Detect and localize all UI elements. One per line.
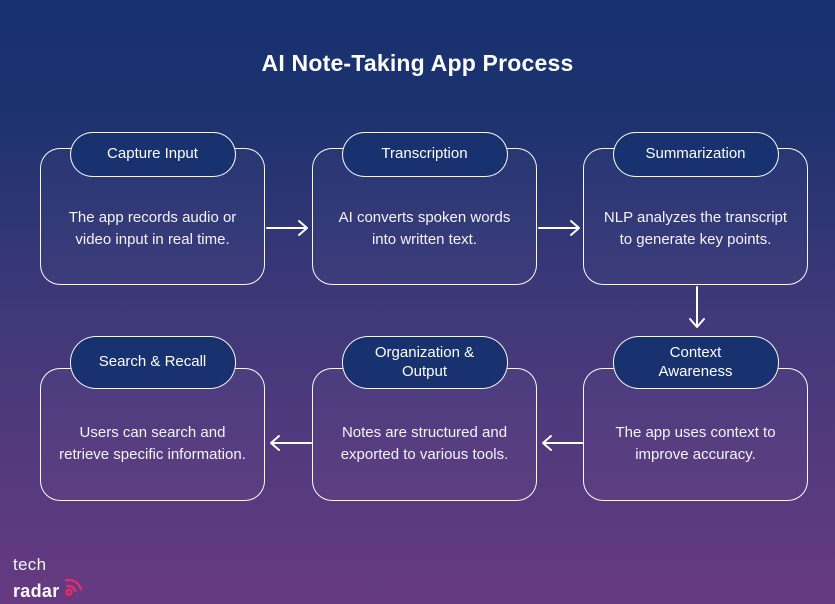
node-title: Summarization xyxy=(645,145,746,163)
node-title: Organization & Output xyxy=(374,343,475,380)
node-capture-input: Capture Input The app records audio or v… xyxy=(40,132,265,285)
node-search-recall-description: Users can search and retrieve specific i… xyxy=(59,424,246,463)
node-transcription-title-pill: Transcription xyxy=(341,132,508,177)
arrow-transcription-to-summarization-icon xyxy=(538,218,584,238)
node-summarization-description: NLP analyzes the transcript to generate … xyxy=(603,209,788,248)
arrow-summarization-to-context-awareness-icon xyxy=(687,286,707,332)
logo-text-radar: radar xyxy=(13,581,60,601)
node-summarization: Summarization NLP analyzes the transcrip… xyxy=(583,132,808,285)
node-title: Context Awareness xyxy=(658,343,733,380)
node-summarization-title-pill: Summarization xyxy=(612,132,779,177)
node-organization-output-description: Notes are structured and exported to var… xyxy=(340,424,509,463)
node-search-recall-title-pill: Search & Recall xyxy=(69,336,236,389)
diagram-title: AI Note-Taking App Process xyxy=(261,50,574,76)
arrow-capture-to-transcription-icon xyxy=(266,218,312,238)
node-transcription-description: AI converts spoken words into written te… xyxy=(338,209,511,248)
node-title: Search & Recall xyxy=(98,353,207,371)
node-title: Transcription xyxy=(381,145,468,163)
node-transcription: Transcription AI converts spoken words i… xyxy=(312,132,537,285)
node-context-awareness-description: The app uses context to improve accuracy… xyxy=(615,424,776,463)
radar-signal-icon xyxy=(59,572,88,604)
node-search-recall: Search & Recall Users can search and ret… xyxy=(40,336,265,501)
node-organization-output-title-pill: Organization & Output xyxy=(341,336,508,389)
logo-text-tech: tech xyxy=(13,555,47,574)
node-context-awareness: Context Awareness The app uses context t… xyxy=(583,336,808,501)
node-context-awareness-title-pill: Context Awareness xyxy=(612,336,779,389)
node-capture-input-title-pill: Capture Input xyxy=(69,132,236,177)
arrow-context-awareness-to-organization-icon xyxy=(538,433,584,453)
node-organization-output: Organization & Output Notes are structur… xyxy=(312,336,537,501)
arrow-organization-to-search-recall-icon xyxy=(266,433,312,453)
node-title: Capture Input xyxy=(107,145,198,163)
node-capture-input-description: The app records audio or video input in … xyxy=(68,209,237,248)
techradar-logo: tech radar xyxy=(13,556,85,600)
